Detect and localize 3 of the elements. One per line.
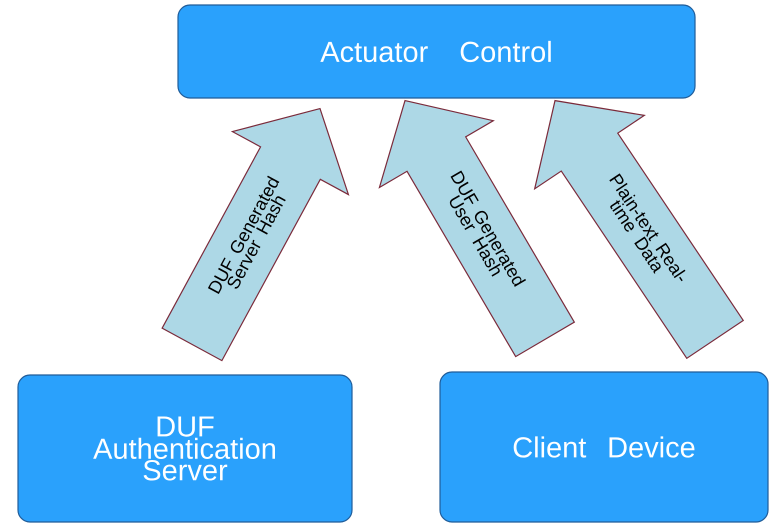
process-box: Client Device [439,371,769,523]
process-box: Actuator Control [177,4,696,99]
process-box: DUF Authentication Server [17,374,353,523]
